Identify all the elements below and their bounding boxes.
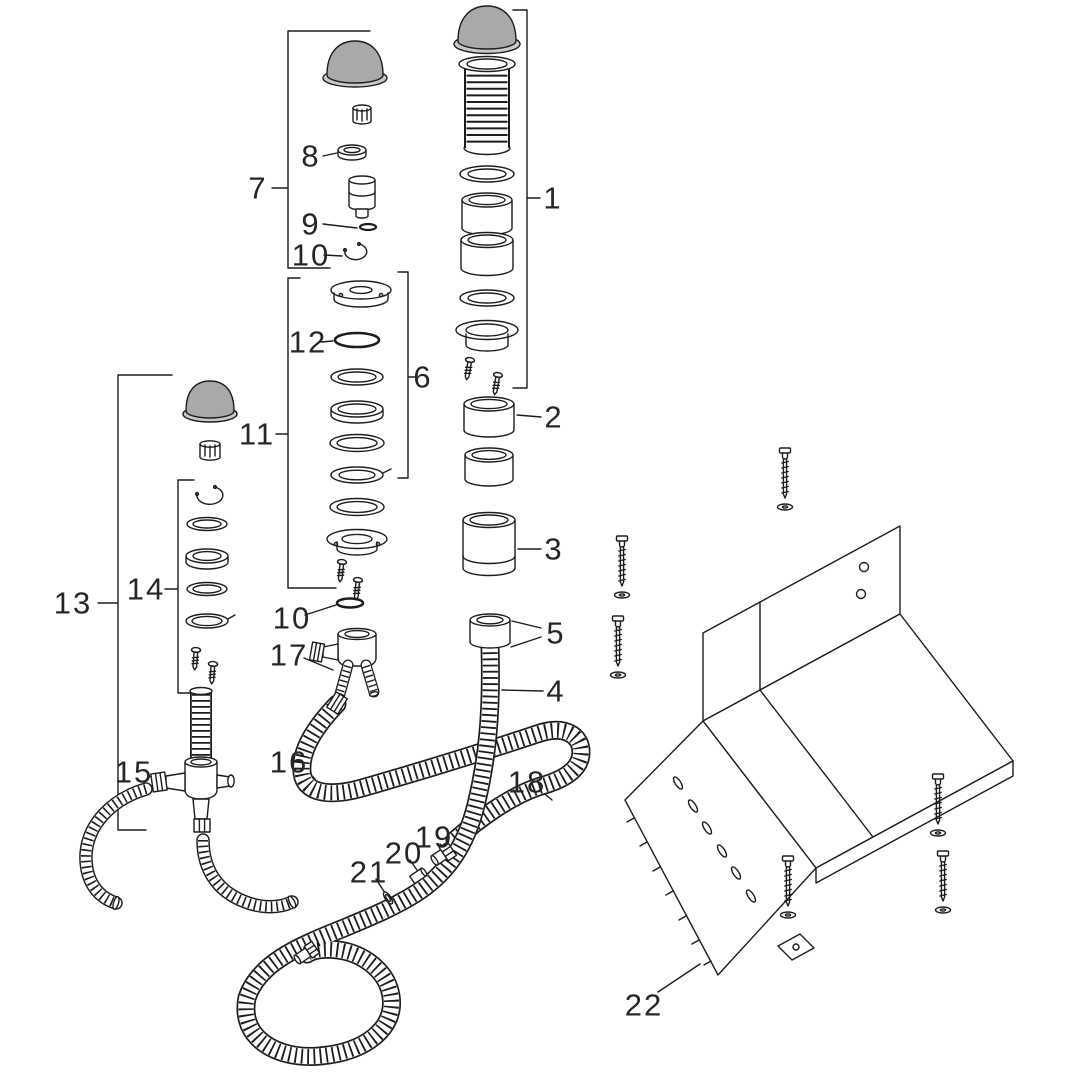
part-3-sleeves — [462, 447, 516, 577]
part-callout-22: 22 — [624, 987, 664, 1023]
part-callout-5: 5 — [546, 615, 566, 651]
part-callout-15: 15 — [114, 754, 154, 790]
part-13-14-seal-kit — [182, 380, 238, 685]
part-20-adapter — [408, 867, 428, 885]
part-callout-4: 4 — [546, 673, 566, 709]
hex-nut — [326, 691, 348, 715]
part-10-clip — [342, 241, 368, 261]
part-1-extension-set — [453, 5, 521, 397]
screw — [611, 615, 625, 667]
part-12-o-ring — [333, 331, 381, 349]
part-callout-20: 20 — [384, 835, 424, 871]
part-callout-21: 21 — [349, 854, 389, 890]
part-callout-11: 11 — [238, 416, 276, 452]
part-15-valve-body — [150, 686, 235, 833]
part-callout-16: 16 — [269, 744, 309, 780]
part-callout-1: 1 — [543, 180, 563, 216]
part-callout-2: 2 — [544, 399, 564, 435]
part-6-11-seal-stack — [326, 280, 392, 609]
part-2-sleeve — [463, 396, 515, 438]
part-callout-18: 18 — [507, 764, 547, 800]
washer — [613, 591, 631, 599]
hose-end-fitting — [293, 940, 321, 965]
part-callout-19: 19 — [414, 819, 454, 855]
cap-dome — [457, 5, 517, 50]
part-17-manifold — [308, 627, 380, 700]
part-21-nut — [382, 891, 394, 905]
part-7-cap-and-cartridge — [322, 40, 388, 261]
screw — [461, 356, 476, 382]
screw — [489, 371, 504, 397]
hex-nut — [150, 771, 168, 793]
part-callout-13: 13 — [53, 585, 93, 621]
screw — [206, 660, 219, 685]
screw — [350, 576, 364, 602]
cap-dome — [326, 40, 384, 84]
hex-nut — [193, 818, 211, 833]
cap-dome — [185, 380, 235, 419]
washer — [609, 671, 627, 679]
part-22-mounting-bracket — [609, 447, 1014, 976]
part-callout-9: 9 — [301, 206, 321, 242]
part-5-fitting — [469, 613, 511, 649]
part-callout-7: 7 — [248, 170, 268, 206]
part-callout-8: 8 — [301, 138, 321, 174]
screw — [334, 558, 348, 584]
part-16-18-hose — [292, 691, 591, 850]
part-4-5-hose — [236, 613, 511, 1066]
part-callout-14: 14 — [126, 571, 166, 607]
left-hoses — [79, 782, 299, 914]
part-8-ring — [337, 144, 367, 161]
screw — [615, 535, 629, 587]
part-callout-3: 3 — [544, 531, 564, 567]
part-callout-10: 10 — [291, 237, 331, 273]
screw — [936, 850, 950, 902]
part-callout-12: 12 — [288, 324, 328, 360]
part-9-o-ring — [358, 222, 378, 232]
hex-nut — [308, 641, 326, 663]
washer — [779, 911, 797, 919]
washer — [929, 829, 947, 837]
washer — [934, 906, 952, 914]
parts-19-20-21 — [382, 841, 458, 905]
part-callout-17: 17 — [269, 637, 309, 673]
mount-pad — [777, 933, 815, 961]
part-19-fitting — [430, 841, 458, 866]
screw — [778, 447, 792, 499]
part-callout-10: 10 — [272, 600, 312, 636]
part-callout-6: 6 — [413, 359, 433, 395]
screw — [189, 646, 202, 671]
part-10-o-ring — [335, 597, 365, 609]
washer — [776, 503, 794, 511]
